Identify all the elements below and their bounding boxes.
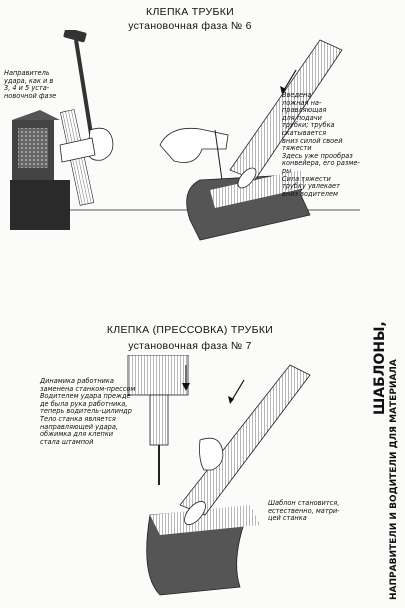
tube-icon [229,39,343,189]
tube-icon-bottom [179,364,311,526]
template-block [186,170,311,241]
bottom-note-right: Шаблон становится, естественно, матри- ц… [268,499,340,523]
top-illustration [10,30,360,241]
bottom-title-2: установочная фаза № 7 [128,340,252,352]
press-icon [127,355,189,485]
top-title-1: КЛЕПКА ТРУБКИ [146,6,234,18]
bottom-title-1: КЛЕПКА (ПРЕССОВКА) ТРУБКИ [106,324,274,336]
top-title-2: установочная фаза № 6 [128,20,252,32]
bottom-illustration [127,355,311,596]
hand-icon-bottom [199,437,224,471]
arrow-down-icon-press [182,365,190,391]
top-note-right: Введена ложная на- правляющая для подачи… [282,91,360,198]
side-title-sub: НАПРАВИТЕЛИ И ВОДИТЕЛИ ДЛЯ МАТЕРИАЛА [389,359,399,600]
top-note-left: Направитель удара, как и в 3, 4 и 5 уста… [4,69,57,100]
arrow-down-icon [280,69,297,94]
hammer-icon [63,30,94,141]
side-title-main: ШАБЛОНЫ, [372,321,388,415]
hand-icon [59,127,114,163]
template-block-bottom [146,505,260,596]
vice-block [10,110,70,230]
arrow-down-icon-bottom [228,379,245,404]
bottom-note-left: Динамика работника заменена станком-прес… [40,377,136,446]
hand-icon-right [159,127,229,181]
